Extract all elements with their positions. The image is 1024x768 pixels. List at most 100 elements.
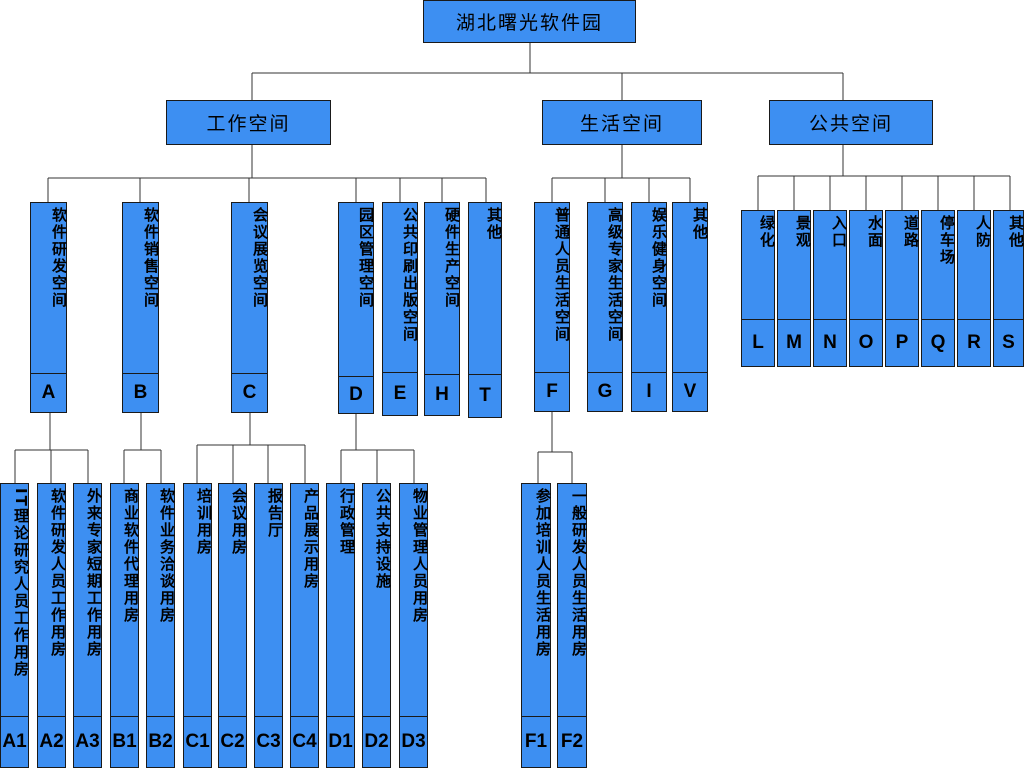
node-code: R — [958, 319, 990, 366]
node-A: 软件研发空间 A — [30, 202, 68, 413]
node-code: E — [383, 372, 417, 415]
leaf-code: A2 — [38, 716, 65, 767]
node-V: 其他 V — [672, 202, 709, 412]
node-label: 其他 — [485, 207, 503, 241]
root-label: 湖北曙光软件园 — [455, 12, 603, 34]
leaf-F2: 一般研发人员生活用房 F2 — [557, 483, 588, 768]
node-label: 停车场 — [938, 215, 956, 266]
leaf-C4: 产品展示用房 C4 — [290, 483, 320, 768]
node-label: 软件销售空间 — [142, 207, 160, 309]
leaf-label: 行政管理 — [338, 488, 356, 556]
node-I: 娱乐健身空间 I — [631, 202, 668, 412]
node-label: 道路 — [902, 215, 920, 249]
leaf-code: F1 — [522, 716, 550, 767]
node-label: 公共印刷出版空间 — [401, 207, 419, 343]
leaf-code: B1 — [111, 716, 138, 767]
node-P: 道路 P — [885, 210, 920, 367]
group-label: 公共空间 — [808, 113, 893, 135]
leaf-label: 报告厅 — [266, 488, 284, 539]
node-label: 软件研发空间 — [50, 207, 68, 309]
node-code: Q — [922, 319, 954, 366]
group-public: 公共空间 — [769, 100, 933, 145]
group-label: 生活空间 — [579, 113, 664, 135]
node-label: 会议展览空间 — [251, 207, 269, 309]
node-code: O — [850, 319, 882, 366]
leaf-F1: 参加培训人员生活用房 F1 — [521, 483, 552, 768]
leaf-A1: IT理论研究人员工作用房 A1 — [0, 483, 30, 768]
node-label: 人防 — [974, 215, 992, 249]
leaf-label: IT理论研究人员工作用房 — [12, 488, 30, 678]
node-O: 水面 O — [849, 210, 884, 367]
leaf-label: 产品展示用房 — [302, 488, 320, 590]
leaf-label: 培训用房 — [195, 488, 213, 556]
leaf-C2: 会议用房 C2 — [218, 483, 248, 768]
node-code: S — [994, 319, 1023, 366]
node-code: L — [742, 319, 774, 366]
node-code: G — [588, 372, 622, 411]
leaf-label: 参加培训人员生活用房 — [534, 488, 552, 658]
node-label: 园区管理空间 — [357, 207, 375, 309]
node-code: M — [778, 319, 810, 366]
leaf-code: F2 — [558, 716, 586, 767]
leaf-code: C1 — [184, 716, 211, 767]
leaf-C3: 报告厅 C3 — [254, 483, 284, 768]
leaf-label: 会议用房 — [230, 488, 248, 556]
node-code: H — [425, 374, 459, 415]
node-code: A — [31, 373, 66, 412]
leaf-code: A3 — [74, 716, 101, 767]
node-L: 绿化 L — [741, 210, 776, 367]
leaf-label: 公共支持设施 — [374, 488, 392, 590]
leaf-D3: 物业管理人员用房 D3 — [399, 483, 429, 768]
node-label: 普通人员生活空间 — [553, 207, 571, 343]
leaf-label: 一般研发人员生活用房 — [570, 488, 588, 658]
node-R: 人防 R — [957, 210, 992, 367]
leaf-label: 商业软件代理用房 — [122, 488, 140, 624]
node-label: 入口 — [830, 215, 848, 249]
node-S: 其他 S — [993, 210, 1024, 367]
leaf-code: D1 — [327, 716, 354, 767]
group-label: 工作空间 — [206, 113, 291, 135]
node-code: T — [469, 374, 501, 417]
node-H: 硬件生产空间 H — [424, 202, 461, 416]
leaf-D2: 公共支持设施 D2 — [362, 483, 392, 768]
node-label: 景观 — [794, 215, 812, 249]
node-F: 普通人员生活空间 F — [534, 202, 571, 412]
node-code: V — [673, 372, 707, 411]
leaf-label: 软件业务洽谈用房 — [158, 488, 176, 624]
leaf-code: C3 — [255, 716, 282, 767]
leaf-code: D2 — [363, 716, 390, 767]
node-code: F — [535, 372, 569, 411]
node-code: I — [632, 372, 666, 411]
leaf-label: 软件研发人员工作用房 — [49, 488, 67, 658]
leaf-code: C2 — [219, 716, 246, 767]
leaf-code: B2 — [147, 716, 174, 767]
node-C: 会议展览空间 C — [231, 202, 269, 413]
group-work: 工作空间 — [166, 100, 331, 145]
node-code: B — [123, 373, 158, 412]
node-D: 园区管理空间 D — [338, 202, 375, 414]
node-T: 其他 T — [468, 202, 503, 418]
leaf-C1: 培训用房 C1 — [183, 483, 213, 768]
node-label: 娱乐健身空间 — [650, 207, 668, 309]
leaf-code: D3 — [400, 716, 427, 767]
leaf-code: C4 — [291, 716, 318, 767]
node-code: P — [886, 319, 918, 366]
node-label: 水面 — [866, 215, 884, 249]
group-life: 生活空间 — [542, 100, 702, 145]
node-N: 入口 N — [813, 210, 848, 367]
node-Q: 停车场 Q — [921, 210, 956, 367]
root-node: 湖北曙光软件园 — [423, 0, 636, 43]
node-code: C — [232, 373, 267, 412]
node-label: 其他 — [1007, 215, 1024, 249]
leaf-code: A1 — [1, 716, 28, 767]
leaf-B1: 商业软件代理用房 B1 — [110, 483, 140, 768]
node-label: 高级专家生活空间 — [606, 207, 624, 343]
leaf-D1: 行政管理 D1 — [326, 483, 356, 768]
node-label: 硬件生产空间 — [443, 207, 461, 309]
leaf-A2: 软件研发人员工作用房 A2 — [37, 483, 67, 768]
node-M: 景观 M — [777, 210, 812, 367]
node-B: 软件销售空间 B — [122, 202, 160, 413]
leaf-label: 外来专家短期工作用房 — [85, 488, 103, 658]
node-label: 绿化 — [758, 215, 776, 249]
